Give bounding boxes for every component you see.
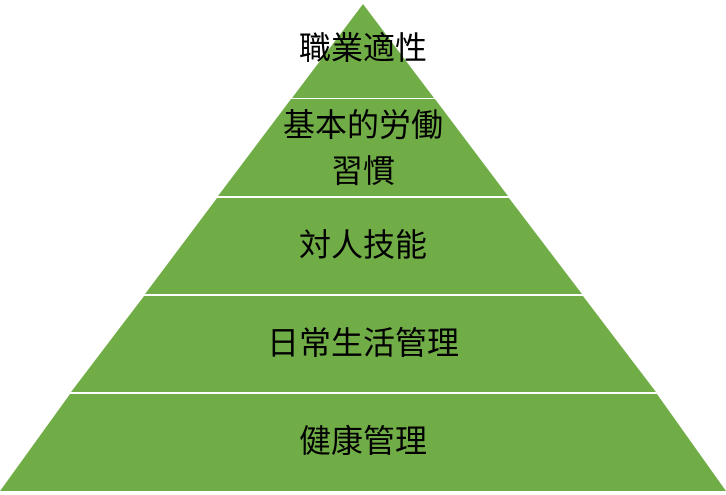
pyramid-level-health-management bbox=[0, 394, 726, 491]
level-label-daily-life-management: 日常生活管理 bbox=[267, 324, 459, 362]
level-label-interpersonal-skills: 対人技能 bbox=[299, 226, 427, 264]
level-label-career-aptitude: 職業適性 bbox=[299, 29, 427, 67]
pyramid-level-basic-work-habits bbox=[218, 99, 508, 196]
level-label-health-management: 健康管理 bbox=[299, 422, 427, 460]
pyramid-level-interpersonal-skills bbox=[145, 198, 582, 294]
level-label-basic-work-habits-line1: 基本的労働 bbox=[283, 106, 443, 144]
level-label-basic-work-habits-line2: 習慣 bbox=[331, 152, 395, 190]
pyramid-level-daily-life-management bbox=[71, 296, 656, 392]
pyramid-level-career-aptitude bbox=[292, 4, 434, 98]
